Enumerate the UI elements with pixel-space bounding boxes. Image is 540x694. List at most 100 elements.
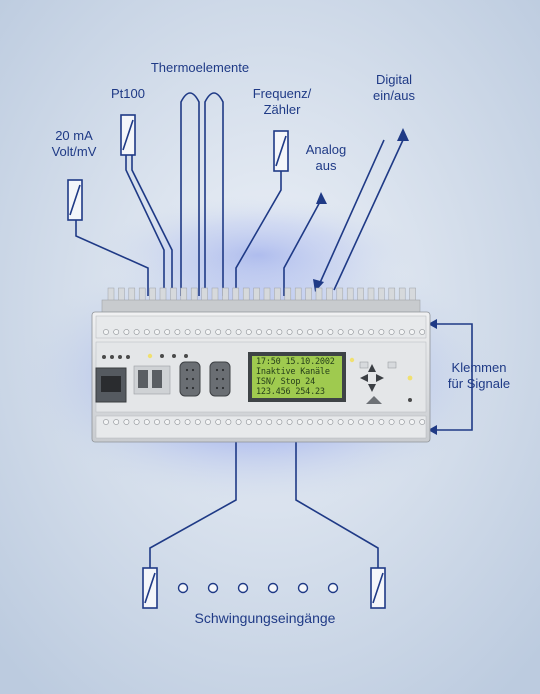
line-schwingung-left <box>149 430 237 568</box>
terminal-screw <box>378 419 385 425</box>
pin <box>191 368 195 372</box>
terminal-screw <box>123 329 130 335</box>
terminal-screw <box>337 419 344 425</box>
key-down-icon[interactable] <box>368 384 376 392</box>
led-keypad <box>349 357 355 363</box>
line-20ma <box>75 220 149 296</box>
line-analog <box>283 199 322 296</box>
terminals-bottom <box>103 419 426 425</box>
pin <box>191 377 195 381</box>
led-6 <box>172 354 176 358</box>
arrow-klemmen-bottom <box>428 425 437 435</box>
terminal-screw <box>245 419 252 425</box>
sensor-frequenz-diagonal <box>275 135 287 167</box>
label-klemmen-line1: Klemmen <box>451 360 507 375</box>
lcd-line-3: ISN/ Stop 24 <box>256 377 316 387</box>
label-frequenz: Frequenz/ Zähler <box>246 86 318 118</box>
key-enter[interactable] <box>387 361 397 369</box>
label-analog: Analog aus <box>294 142 358 174</box>
serial-port-1 <box>179 361 201 397</box>
card-slot-b <box>152 370 162 388</box>
terminal-screw <box>113 329 120 335</box>
pin <box>185 377 189 381</box>
arrow-digital-out <box>397 128 409 141</box>
label-20ma-line1: 20 mA <box>55 128 93 143</box>
label-20ma-line2: Volt/mV <box>51 144 97 159</box>
terminal-screw <box>368 419 375 425</box>
terminal-screw <box>245 329 252 335</box>
terminal-ribs-top <box>107 287 416 303</box>
label-frequenz-line2: Zähler <box>263 102 301 117</box>
keypad <box>359 361 397 404</box>
terminal-screw <box>368 329 375 335</box>
pin <box>221 377 225 381</box>
led-2 <box>110 355 114 359</box>
terminal-screw <box>225 419 232 425</box>
led-power <box>147 353 153 359</box>
pin <box>215 377 219 381</box>
terminal-screw <box>205 419 211 425</box>
terminal-screw <box>266 329 273 335</box>
terminal-screw <box>235 329 242 335</box>
terminal-screw <box>286 329 293 335</box>
pin <box>221 386 225 390</box>
terminal-screw <box>194 419 201 425</box>
terminal-screw <box>327 419 334 425</box>
sensor-right-diagonal <box>372 572 384 604</box>
led-4 <box>126 355 130 359</box>
pin <box>185 386 189 390</box>
terminal-screw <box>174 329 181 335</box>
label-thermoelemente: Thermoelemente <box>150 60 250 75</box>
device <box>91 287 431 443</box>
terminal-screw <box>123 419 130 425</box>
vibration-dots <box>177 582 339 594</box>
terminal-screw <box>327 329 334 335</box>
dot-1 <box>177 582 189 594</box>
terminal-screw <box>164 329 171 335</box>
ethernet-socket <box>101 376 121 392</box>
terminal-screw <box>419 329 426 335</box>
terminal-screw <box>358 329 364 335</box>
terminal-screw <box>113 419 120 425</box>
label-pt100: Pt100 <box>111 86 145 101</box>
label-klemmen: Klemmen für Signale <box>436 360 522 392</box>
label-digital-line2: ein/aus <box>373 88 415 103</box>
line-pt100-a <box>125 155 165 296</box>
label-digital-line1: Digital <box>375 72 413 87</box>
line-frequenz <box>235 171 282 296</box>
key-left-icon[interactable] <box>360 374 368 382</box>
terminal-screw <box>143 419 150 425</box>
lcd-line-4: 123.456 254.23 <box>256 387 325 397</box>
key-up-icon[interactable] <box>368 364 376 372</box>
line-schwingung-right <box>295 430 379 568</box>
dot-2 <box>207 582 219 594</box>
terminal-screw <box>133 329 140 335</box>
terminal-screw <box>286 419 293 425</box>
key-right-icon[interactable] <box>376 374 384 382</box>
label-digital: Digital ein/aus <box>362 72 426 104</box>
terminal-screw <box>225 329 232 335</box>
pin <box>221 368 225 372</box>
led-relay-2 <box>408 398 412 402</box>
arrow-analog <box>316 192 327 204</box>
sensor-left-diagonal <box>144 572 156 604</box>
card-slot-a <box>138 370 148 388</box>
terminal-strip-bottom <box>95 415 427 439</box>
terminal-screw <box>215 329 222 335</box>
terminal-screw <box>398 419 405 425</box>
label-schwingungseingaenge: Schwingungseingänge <box>194 610 336 626</box>
label-analog-line2: aus <box>315 158 337 173</box>
line-pt100-b <box>131 155 173 296</box>
terminal-screw <box>317 329 324 335</box>
status-leds <box>102 355 130 359</box>
key-esc[interactable] <box>359 361 369 369</box>
terminal-screw <box>419 419 426 425</box>
sensor-20ma-diagonal <box>69 184 81 216</box>
serial-port-2 <box>209 361 231 397</box>
terminal-screw <box>409 329 415 335</box>
terminal-screw <box>154 329 160 335</box>
line-digital-in <box>318 139 385 286</box>
terminal-screw <box>317 419 324 425</box>
signal-lines <box>75 92 473 568</box>
terminal-screw <box>235 419 242 425</box>
